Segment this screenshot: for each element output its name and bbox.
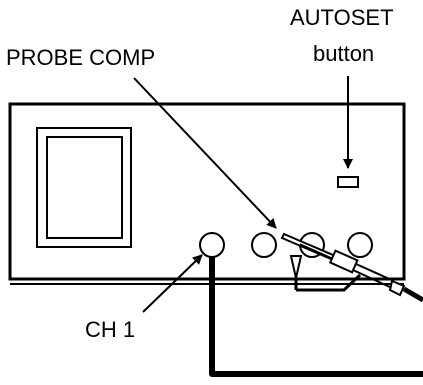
probe-tip [280, 232, 423, 303]
autoset-button[interactable] [337, 176, 359, 188]
ch1-arrow [142, 254, 203, 313]
ch1-label: CH 1 [85, 317, 136, 342]
ch1-connector[interactable] [199, 232, 225, 258]
ground-clip [289, 255, 362, 292]
probe-comp-label: PROBE COMP [6, 45, 156, 70]
probe-comp-arrow [133, 77, 277, 229]
display-screen-inner [46, 136, 123, 239]
ch2-connector[interactable] [251, 232, 277, 258]
ext-trig-connector[interactable] [347, 232, 373, 258]
autoset-label-line2: button [313, 41, 375, 66]
autoset-label-line1: AUTOSET [290, 5, 394, 30]
ch1-cable [209, 257, 423, 377]
